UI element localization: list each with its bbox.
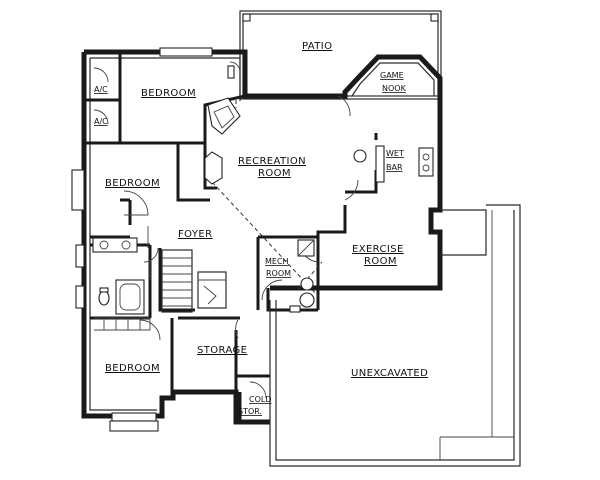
room-label-patio: PATIO <box>302 41 332 52</box>
room-label-exercise-room: ROOM <box>364 256 397 267</box>
room-label-nook: NOOK <box>382 84 407 93</box>
room-label-recreation: RECREATION <box>238 156 306 167</box>
room-label-exercise: EXERCISE <box>352 244 404 255</box>
room-label-bedroom-top: BEDROOM <box>141 88 196 99</box>
room-label-mech-room: ROOM <box>266 269 291 278</box>
unexcavated-area <box>269 204 521 467</box>
room-label-cold-stor: STOR. <box>238 407 262 416</box>
doors <box>93 61 359 399</box>
staircase <box>161 249 227 313</box>
room-label-unexcavated: UNEXCAVATED <box>351 368 428 379</box>
room-label-storage: STORAGE <box>197 345 247 356</box>
room-label-cold: COLD <box>249 395 272 404</box>
windows <box>71 47 213 432</box>
game-nook-bay <box>351 62 435 97</box>
fireplace-icon <box>207 97 241 135</box>
interior-walls <box>82 52 378 422</box>
ceiling-lines <box>211 100 323 297</box>
room-label-wet: WET <box>386 149 404 158</box>
room-label-foyer: FOYER <box>178 229 212 240</box>
room-label-bedroom-bottom: BEDROOM <box>105 363 160 374</box>
room-label-game: GAME <box>380 71 404 80</box>
room-label-ac-top: A/C <box>94 85 108 94</box>
room-label-bar: BAR <box>386 163 403 172</box>
fireplace-icon <box>204 151 223 185</box>
room-label-recreation-room: ROOM <box>258 168 291 179</box>
room-label-ac-bottom: A/C <box>94 117 108 126</box>
wet-bar-counter <box>353 145 434 183</box>
bathroom-fixtures <box>92 237 151 331</box>
room-label-bedroom-mid: BEDROOM <box>105 178 160 189</box>
exterior-walls <box>81 49 487 425</box>
closet-details <box>149 65 235 280</box>
mech-equipment <box>289 239 315 313</box>
room-label-mech: MECH <box>265 257 289 266</box>
